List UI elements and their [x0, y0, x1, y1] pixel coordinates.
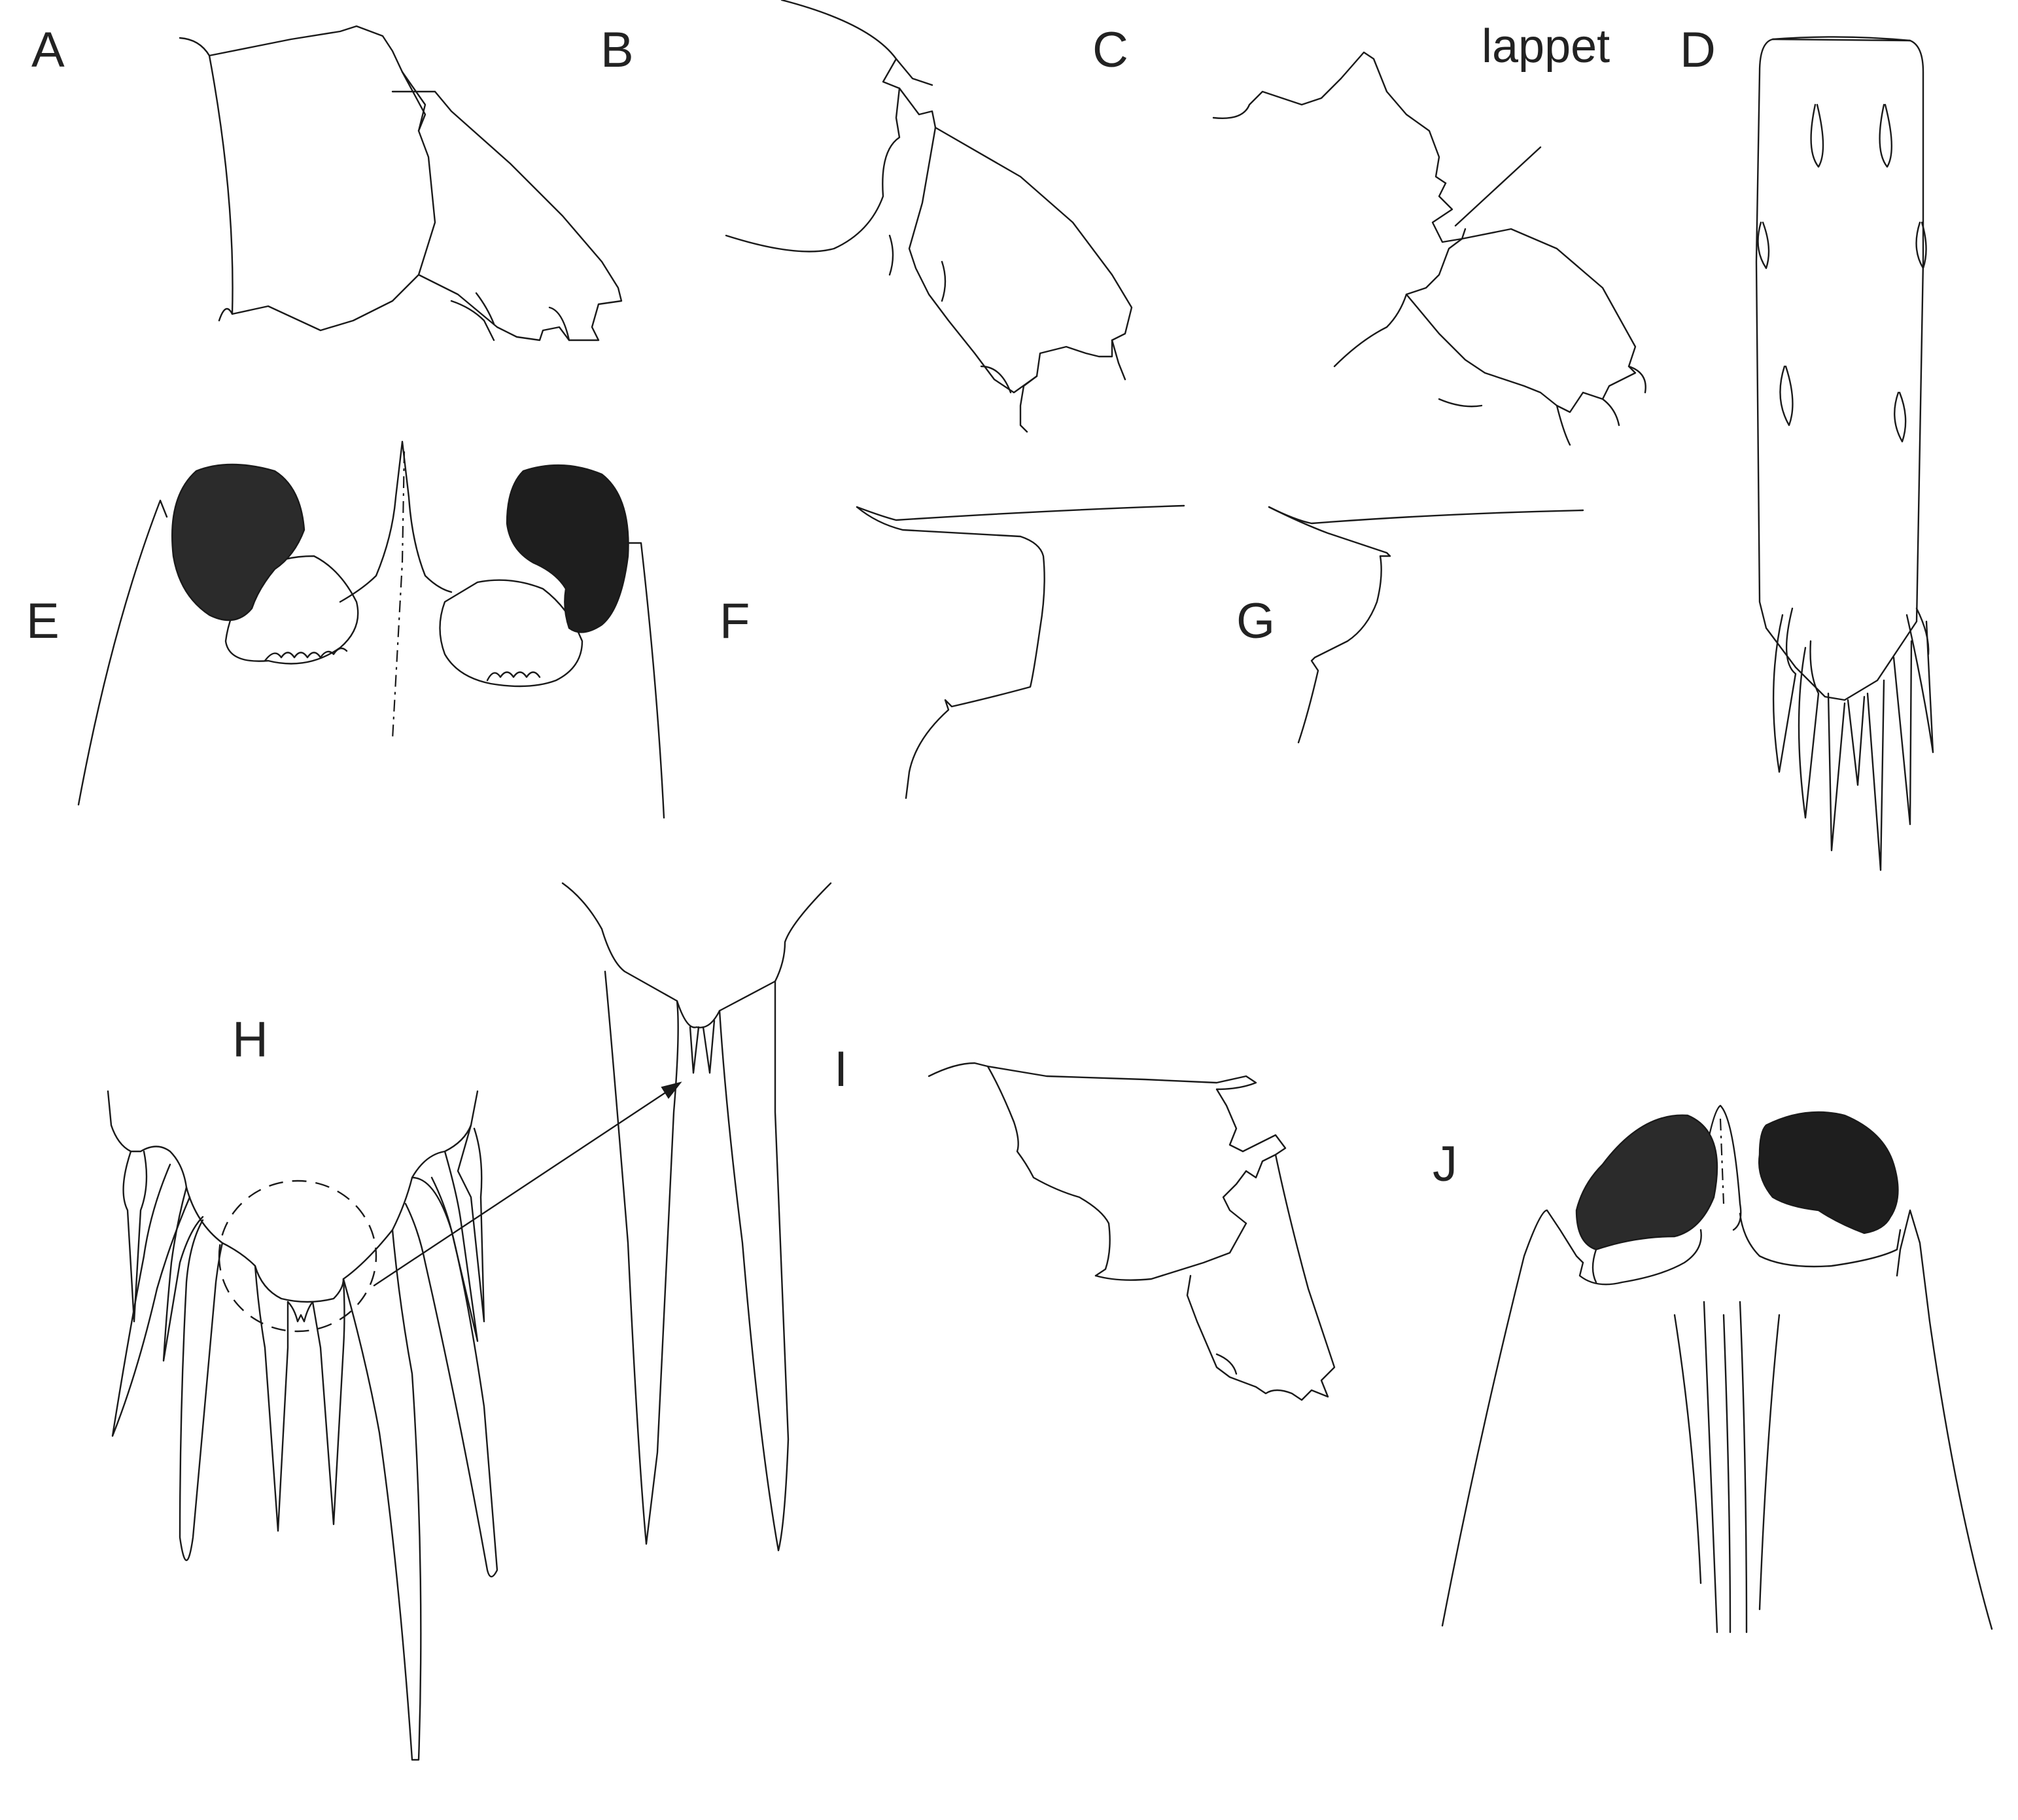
panel-label-h: H	[232, 1012, 268, 1068]
panel-b-drawing	[725, 0, 1133, 433]
panel-e-drawing	[77, 440, 665, 819]
panel-label-d: D	[1680, 22, 1716, 78]
eye-right	[506, 464, 629, 633]
arrow-head	[661, 1081, 682, 1099]
panel-d-drawing	[1755, 36, 1934, 871]
eye-left-j	[1575, 1114, 1718, 1251]
panel-a-drawing	[179, 25, 623, 341]
panel-j-drawing	[1441, 1104, 1993, 1634]
panel-label-f: F	[720, 593, 750, 649]
detail-circle	[218, 1180, 377, 1333]
panel-label-i: I	[834, 1041, 848, 1097]
panel-label-b: B	[600, 22, 634, 78]
panel-label-c: C	[1092, 22, 1128, 78]
panel-i-drawing	[928, 1062, 1336, 1401]
panel-label-a: A	[31, 22, 65, 78]
panel-h-detail-drawing	[561, 882, 832, 1552]
panel-label-g: G	[1236, 593, 1275, 649]
eye-right-j	[1758, 1111, 1899, 1234]
panel-g-drawing	[1268, 506, 1584, 744]
panel-label-j: J	[1433, 1136, 1457, 1192]
panel-label-e: E	[26, 593, 60, 649]
arrow-line	[373, 1088, 672, 1287]
panel-h-drawing	[107, 1081, 682, 1761]
lappet-annotation: lappet	[1482, 20, 1610, 73]
panel-f-drawing	[856, 504, 1185, 799]
panel-c-drawing	[1212, 51, 1646, 446]
eye-left	[171, 463, 305, 621]
